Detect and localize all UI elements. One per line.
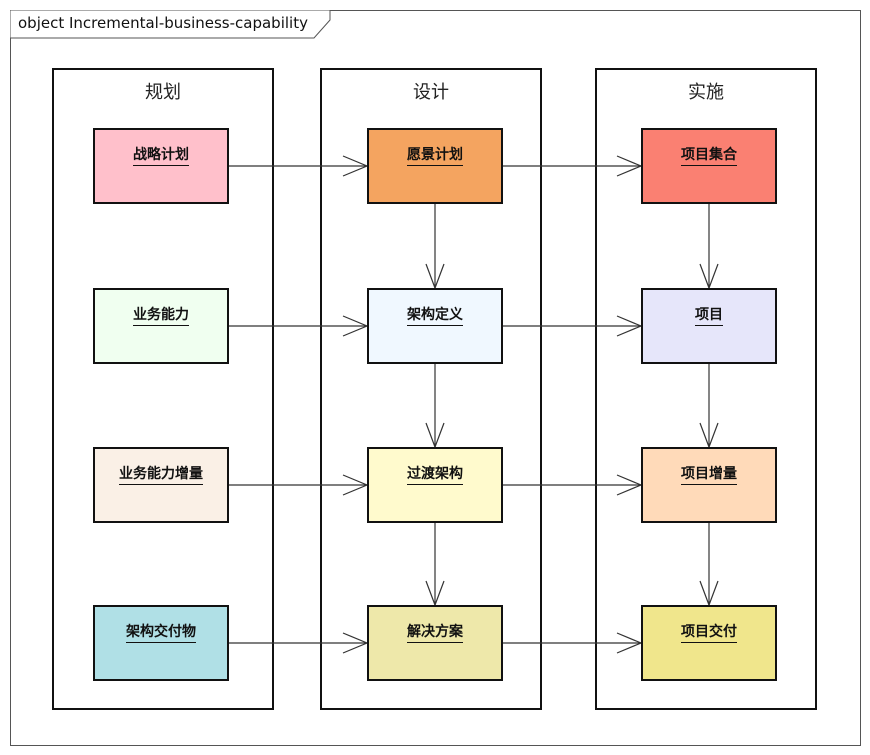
node-label: 解决方案: [407, 623, 463, 643]
node-solution[interactable]: 解决方案: [367, 605, 503, 681]
node-architecture-definition[interactable]: 架构定义: [367, 288, 503, 364]
node-label: 架构定义: [407, 306, 463, 326]
lane-design-title: 设计: [413, 82, 449, 103]
node-project-portfolio[interactable]: 项目集合: [641, 128, 777, 204]
node-label: 战略计划: [133, 146, 189, 166]
lane-planning-title: 规划: [145, 82, 181, 103]
node-business-capability[interactable]: 业务能力: [93, 288, 229, 364]
node-label: 项目: [695, 306, 723, 326]
lane-implementation-title: 实施: [688, 82, 724, 103]
diagram-title: object Incremental-business-capability: [18, 14, 308, 32]
node-label: 过渡架构: [407, 465, 463, 485]
node-project-delivery[interactable]: 项目交付: [641, 605, 777, 681]
node-label: 项目交付: [681, 623, 737, 643]
node-capability-increment[interactable]: 业务能力增量: [93, 447, 229, 523]
lane-design: [320, 68, 542, 710]
node-label: 业务能力增量: [119, 465, 203, 485]
node-label: 项目增量: [681, 465, 737, 485]
lane-planning: [52, 68, 274, 710]
lane-implementation: [595, 68, 817, 710]
node-vision-plan[interactable]: 愿景计划: [367, 128, 503, 204]
title-tab: [10, 10, 331, 39]
node-label: 项目集合: [681, 146, 737, 166]
node-label: 愿景计划: [407, 146, 463, 166]
node-transition-architecture[interactable]: 过渡架构: [367, 447, 503, 523]
node-label: 架构交付物: [126, 623, 196, 643]
node-project[interactable]: 项目: [641, 288, 777, 364]
node-strategic-plan[interactable]: 战略计划: [93, 128, 229, 204]
node-architecture-deliverable[interactable]: 架构交付物: [93, 605, 229, 681]
node-project-increment[interactable]: 项目增量: [641, 447, 777, 523]
node-label: 业务能力: [133, 306, 189, 326]
